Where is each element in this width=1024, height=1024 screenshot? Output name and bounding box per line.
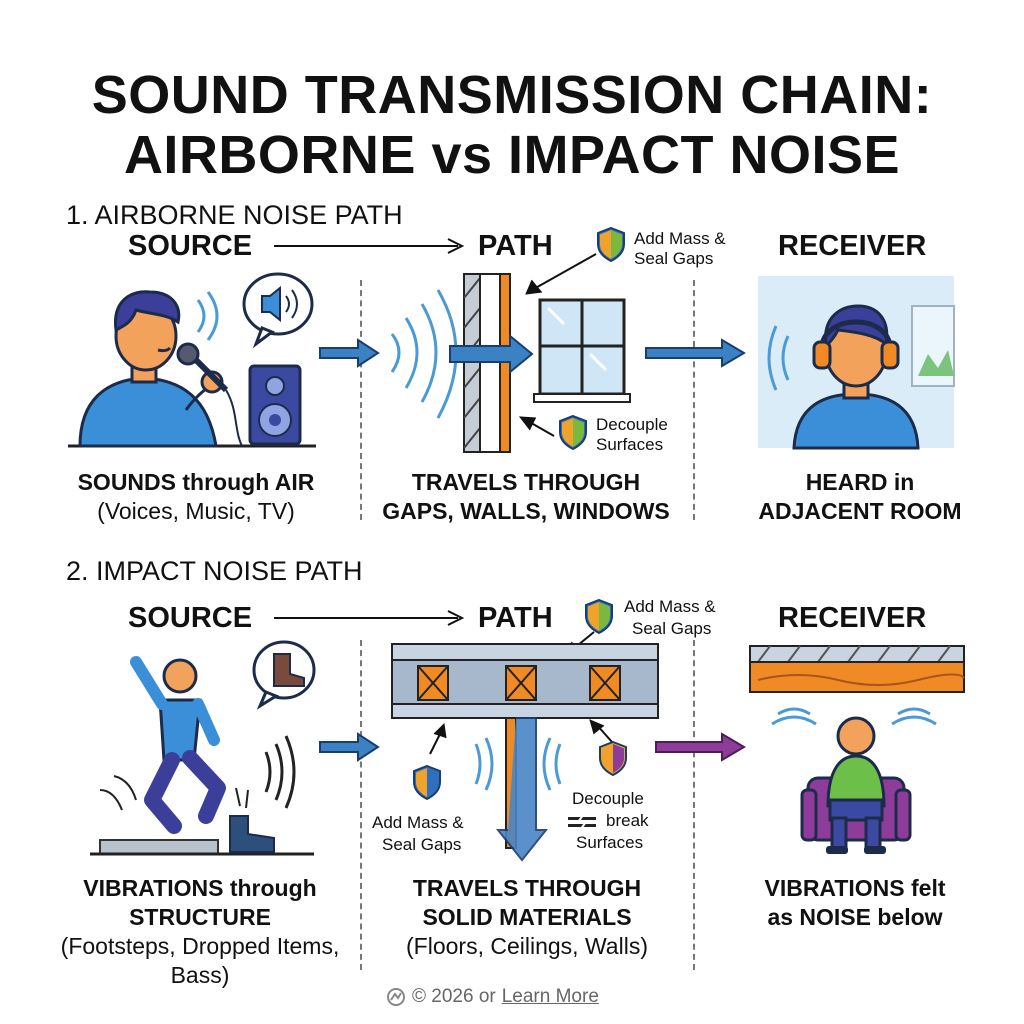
impact-source-to-path-arrow <box>274 610 465 626</box>
impact-tip-right-line2: break <box>606 811 649 830</box>
airborne-source-caption-line2: (Voices, Music, TV) <box>97 498 295 524</box>
shield-icon <box>585 598 613 635</box>
impact-path-caption-line2: SOLID MATERIALS <box>422 904 632 930</box>
column-divider <box>693 640 695 970</box>
impact-section-heading: 2. IMPACT NOISE PATH <box>66 556 363 586</box>
column-divider <box>360 640 362 970</box>
airborne-path-caption: TRAVELS THROUGH GAPS, WALLS, WINDOWS <box>366 468 686 526</box>
impact-tip-right-line1: Decouple <box>572 789 644 808</box>
flow-arrow <box>655 732 746 762</box>
receiver-with-headphones-illustration <box>758 276 955 450</box>
footer: © 2026 or Learn More <box>386 986 599 1008</box>
airborne-receiver-caption-line2: ADJACENT ROOM <box>758 498 962 524</box>
column-divider <box>360 280 362 520</box>
flow-arrow <box>319 338 380 368</box>
impact-path-label: PATH <box>478 602 553 634</box>
column-divider <box>693 280 695 520</box>
airborne-source-to-path-arrow <box>274 238 465 254</box>
shield-icon <box>597 226 625 263</box>
impact-tip-top-line2: Seal Gaps <box>632 619 712 638</box>
impact-source-caption-line4: Bass) <box>170 962 230 988</box>
airborne-receiver-caption: HEARD in ADJACENT ROOM <box>730 468 990 526</box>
airborne-path-label: PATH <box>478 230 553 262</box>
airborne-path-caption-line1: TRAVELS THROUGH <box>411 469 641 495</box>
jumping-person-illustration <box>90 640 316 856</box>
impact-tip-right-line3: Surfaces <box>576 833 644 852</box>
page-title-line-2: AIRBORNE vs IMPACT NOISE <box>123 125 901 185</box>
impact-source-caption-line3: (Footsteps, Dropped Items, <box>60 933 340 959</box>
airborne-tip-decouple-line2: Surfaces <box>596 435 664 454</box>
impact-path-caption-line3: (Floors, Ceilings, Walls) <box>406 933 648 959</box>
flow-arrow <box>645 338 746 368</box>
impact-source-label: SOURCE <box>128 602 253 634</box>
impact-tip-top-line1: Add Mass & <box>624 597 716 616</box>
flow-arrow <box>319 732 380 762</box>
airborne-tip-mass-line1: Add Mass & <box>634 229 726 248</box>
airborne-source-caption: SOUNDS through AIR (Voices, Music, TV) <box>58 468 334 526</box>
airborne-source-label: SOURCE <box>128 230 253 262</box>
pointer-arrow <box>525 253 597 295</box>
impact-source-caption-line2: STRUCTURE <box>129 904 271 930</box>
singer-with-speaker-illustration <box>68 272 316 448</box>
impact-receiver-caption-line1: VIBRATIONS felt <box>764 875 946 901</box>
impact-tip-left-line1: Add Mass & <box>372 813 464 832</box>
logo-icon <box>387 988 405 1006</box>
airborne-path-caption-line2: GAPS, WALLS, WINDOWS <box>382 498 670 524</box>
airborne-tip-decouple-line1: Decouple <box>596 415 668 434</box>
shield-icon <box>559 414 587 451</box>
airborne-source-caption-line1: SOUNDS through AIR <box>77 469 315 495</box>
airborne-receiver-label: RECEIVER <box>778 230 927 262</box>
impact-receiver-caption: VIBRATIONS felt as NOISE below <box>720 874 990 932</box>
airborne-tip-mass-line2: Seal Gaps <box>634 249 714 268</box>
impact-source-caption: VIBRATIONS through STRUCTURE (Footsteps,… <box>40 874 360 990</box>
break-symbol-icon <box>568 813 596 831</box>
impact-source-caption-line1: VIBRATIONS through <box>83 875 317 901</box>
impact-path-caption-line1: TRAVELS THROUGH <box>412 875 642 901</box>
receiver-below-ceiling-illustration <box>749 645 965 854</box>
shield-icon <box>599 740 627 777</box>
impact-path-caption: TRAVELS THROUGH SOLID MATERIALS (Floors,… <box>372 874 682 961</box>
airborne-path-wall-illustration <box>390 273 631 453</box>
floor-structure-illustration <box>391 643 659 862</box>
page-title-line-1: SOUND TRANSMISSION CHAIN: <box>91 65 933 125</box>
airborne-receiver-caption-line1: HEARD in <box>805 469 915 495</box>
impact-tip-left-line2: Seal Gaps <box>382 835 462 854</box>
impact-receiver-label: RECEIVER <box>778 602 927 634</box>
shield-icon <box>413 764 441 801</box>
airborne-section-heading: 1. AIRBORNE NOISE PATH <box>66 200 403 230</box>
footer-copyright: © 2026 or <box>412 986 496 1007</box>
learn-more-link[interactable]: Learn More <box>501 986 599 1007</box>
impact-receiver-caption-line2: as NOISE below <box>767 904 943 930</box>
